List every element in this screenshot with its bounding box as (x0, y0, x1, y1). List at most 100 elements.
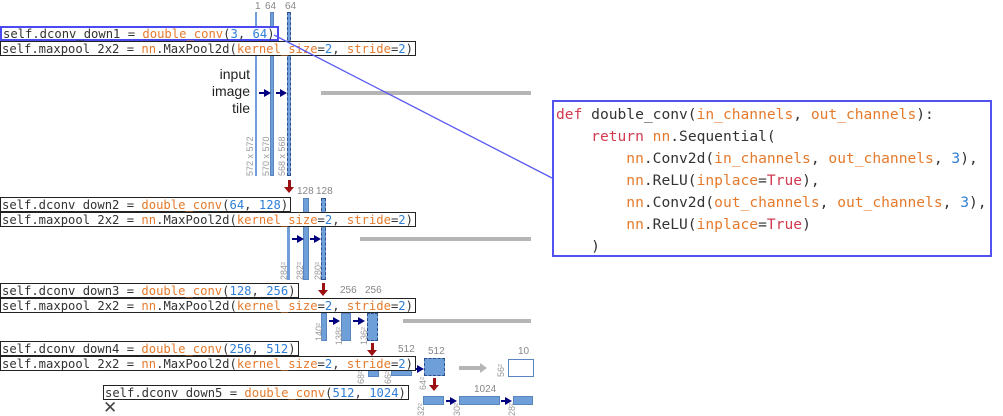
code-token: 256 (266, 284, 289, 298)
input-image-tile-label: input image tile (211, 66, 250, 116)
code-token: .ReLU( (643, 216, 697, 233)
feature-map (321, 198, 326, 280)
code-token: ), (969, 194, 987, 211)
code-token: = (317, 42, 325, 56)
code-token: self.dconv_down1 = (3, 27, 143, 41)
code-token: 2 (324, 357, 333, 371)
code-token: nn (141, 357, 157, 371)
double-conv-code-panel: def double_conv(in_channels, out_channel… (552, 100, 992, 257)
feature-map (321, 313, 327, 341)
code-token: double_conv (141, 342, 223, 356)
code-token: self.maxpool_2x2 = (2, 213, 142, 227)
code-token: .Conv2d( (643, 194, 715, 211)
code-token: , (237, 27, 253, 41)
code-line-maxpool[interactable]: self.maxpool_2x2 = nn.MaxPool2d(kernel_s… (0, 41, 416, 56)
code-token: = (390, 357, 399, 371)
feature-map (341, 313, 351, 341)
code-token: ( (222, 198, 230, 212)
code-token: def (556, 106, 592, 123)
code-token: ) (280, 198, 289, 212)
copy-crop-arrow (360, 237, 531, 241)
code-token: = (317, 299, 325, 313)
code-token: 2 (324, 42, 333, 56)
code-token: kernel_size (236, 299, 318, 313)
code-token: nn (141, 42, 157, 56)
code-panel-line: ) (556, 236, 990, 258)
code-token: nn (652, 128, 671, 145)
code-token: ) (288, 284, 296, 298)
code-token: self.dconv_down4 = (2, 342, 142, 356)
code-token: = (390, 299, 399, 313)
maxpool-arrow-head (429, 385, 439, 391)
code-line-maxpool[interactable]: self.maxpool_2x2 = nn.MaxPool2d(kernel_s… (0, 298, 416, 313)
code-panel-line: nn.ReLU(inplace=True) (556, 214, 990, 236)
code-token: nn (626, 150, 644, 167)
code-token: .Conv2d( (643, 150, 715, 167)
code-token: ( (223, 27, 231, 41)
code-token: 3 (230, 27, 238, 41)
code-line-dconv-down5[interactable]: self.dconv_down5 = double_conv(512, 1024… (103, 385, 409, 400)
conv-arrow (259, 92, 265, 94)
code-token: True (766, 172, 803, 189)
code-line-maxpool[interactable]: self.maxpool_2x2 = nn.MaxPool2d(kernel_s… (0, 212, 416, 227)
code-token: 128 (258, 198, 281, 212)
code-token: stride (346, 299, 391, 313)
code-token: 1024 (369, 386, 399, 400)
channel-label: 64 (265, 1, 277, 12)
code-token: 512 (332, 386, 355, 400)
code-token: out_channels (810, 106, 917, 123)
channel-label: 512 (398, 344, 415, 355)
code-token: .MaxPool2d( (156, 213, 237, 227)
code-token: .MaxPool2d( (156, 357, 237, 371)
code-panel-line: nn.ReLU(inplace=True), (556, 170, 990, 192)
code-token: .MaxPool2d( (156, 42, 237, 56)
channel-label: 256 (365, 285, 382, 296)
conv-arrow (446, 400, 451, 402)
code-token: 3 (951, 150, 961, 167)
code-line-dconv-down2[interactable]: self.dconv_down2 = double_conv(64, 128) (0, 197, 292, 212)
copy-crop-arrow (321, 91, 531, 95)
code-token: 2 (324, 213, 333, 227)
conv-arrow-head (505, 397, 512, 405)
code-line-maxpool[interactable]: self.maxpool_2x2 = nn.MaxPool2d(kernel_s… (0, 356, 416, 371)
code-token: double_conv (244, 386, 326, 400)
code-line-dconv-down3[interactable]: self.dconv_down3 = double_conv(128, 256) (0, 283, 299, 298)
code-token: nn (141, 213, 157, 227)
code-token: nn (626, 216, 644, 233)
code-token: in_channels (714, 150, 811, 167)
code-token: 2 (324, 299, 333, 313)
code-token: .Sequential( (670, 128, 776, 145)
code-line-dconv-down1[interactable]: self.dconv_down1 = double_conv(3, 64) (0, 26, 279, 41)
code-token: stride (346, 42, 391, 56)
feature-map (459, 396, 500, 405)
code-token: stride (346, 213, 391, 227)
feature-map (287, 12, 291, 176)
code-token: inplace (696, 172, 759, 189)
conv-arrow-head (358, 317, 365, 325)
code-token: ) (405, 357, 413, 371)
upconv-arrow (459, 366, 481, 370)
code-token: = (317, 213, 325, 227)
code-token: True (766, 216, 803, 233)
feature-map (424, 358, 445, 376)
code-line-dconv-down4[interactable]: self.dconv_down4 = double_conv(256, 512) (0, 341, 299, 356)
close-icon[interactable]: ✕ (103, 398, 118, 416)
code-token: ), (802, 172, 820, 189)
maxpool-arrow (371, 343, 374, 351)
code-token: , (244, 198, 259, 212)
maxpool-arrow (288, 180, 291, 188)
code-token: double_conv (142, 27, 224, 41)
code-token: self.dconv_down3 = (2, 284, 142, 298)
code-token: ) (556, 238, 600, 255)
feature-map (513, 396, 533, 405)
conv-arrow (276, 92, 281, 94)
feature-map (287, 198, 290, 280)
code-token: double_conv (141, 284, 223, 298)
code-token: ) (405, 299, 413, 313)
code-token: 2 (398, 213, 406, 227)
code-token: = (390, 42, 399, 56)
code-token: kernel_size (236, 42, 318, 56)
code-panel-line: return nn.Sequential( (556, 126, 990, 148)
